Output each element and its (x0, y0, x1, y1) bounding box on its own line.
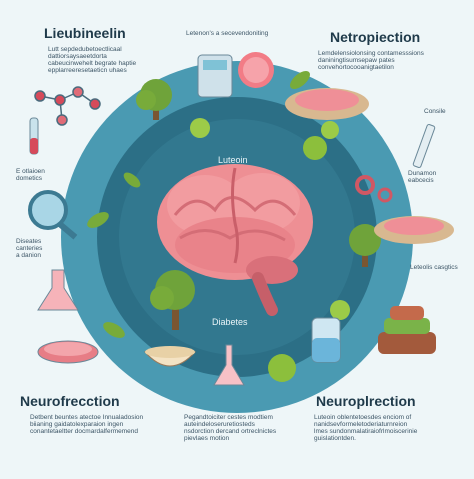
leaf-icon (103, 322, 125, 338)
fruit-icon (268, 354, 296, 382)
caption-top-center: Letenon's a secevendoniting (186, 30, 269, 37)
magnifier-icon (28, 190, 78, 240)
flask-icon (37, 269, 79, 311)
heading-top-left: Lieubineelin (44, 25, 126, 41)
test-tube-icon (29, 117, 39, 155)
caption-bottom-center: Pegandtoiciter cestes modtiem auteindelo… (184, 414, 277, 443)
caption-right-low: Leteolis casgtics (410, 264, 458, 271)
caption-left-mid: E otlaioen dometics (16, 168, 45, 183)
bottle-icon (311, 317, 341, 363)
dish-icon (374, 216, 454, 244)
heading-bottom-right: Neuroplrection (316, 393, 416, 409)
bowl-icon (143, 346, 197, 367)
caption-top-right: Lemdelensiolonsing contamesssions danini… (318, 50, 424, 72)
dish-icon (285, 88, 369, 120)
tree-icon (349, 224, 381, 267)
caption-right-mid: Dunamon eabcecis (408, 170, 437, 185)
brain-icon (157, 164, 313, 316)
center-label-bottom: Diabetes (212, 317, 248, 327)
cake-icon (378, 306, 436, 354)
fruit-icon (303, 136, 327, 160)
leaf-icon (123, 172, 141, 188)
heading-bottom-left: Neurofrecction (20, 393, 120, 409)
device-icon (197, 54, 233, 98)
petri-dish-icon (37, 340, 99, 364)
gear-icon (377, 187, 393, 203)
caption-left-low: Diseates canteries a danion (16, 238, 43, 260)
caption-top-left: Lutt sepdedubetoectlicaal dattiorsaysaee… (48, 46, 137, 75)
center-label-top: Luteoin (218, 155, 248, 165)
leaf-icon (290, 71, 310, 89)
molecule-icon (34, 86, 101, 126)
fruit-icon (321, 121, 339, 139)
beaker-icon (213, 344, 245, 386)
gear-icon (355, 175, 375, 195)
tree-icon (150, 270, 195, 330)
caption-right-console: Consile (424, 108, 446, 115)
tree-icon (136, 79, 172, 120)
fruit-icon (190, 118, 210, 138)
grapefruit-icon (238, 52, 274, 88)
syringe-icon (412, 124, 436, 168)
fruit-icon (330, 300, 350, 320)
caption-bottom-right: Luteoin oblentetoesdes enciom of nanidse… (314, 414, 418, 443)
heading-top-right: Netropiection (330, 29, 421, 45)
caption-bottom-left: Detbent beuntes atectoe Innualadosion bi… (30, 414, 144, 436)
leaf-icon (87, 212, 109, 228)
